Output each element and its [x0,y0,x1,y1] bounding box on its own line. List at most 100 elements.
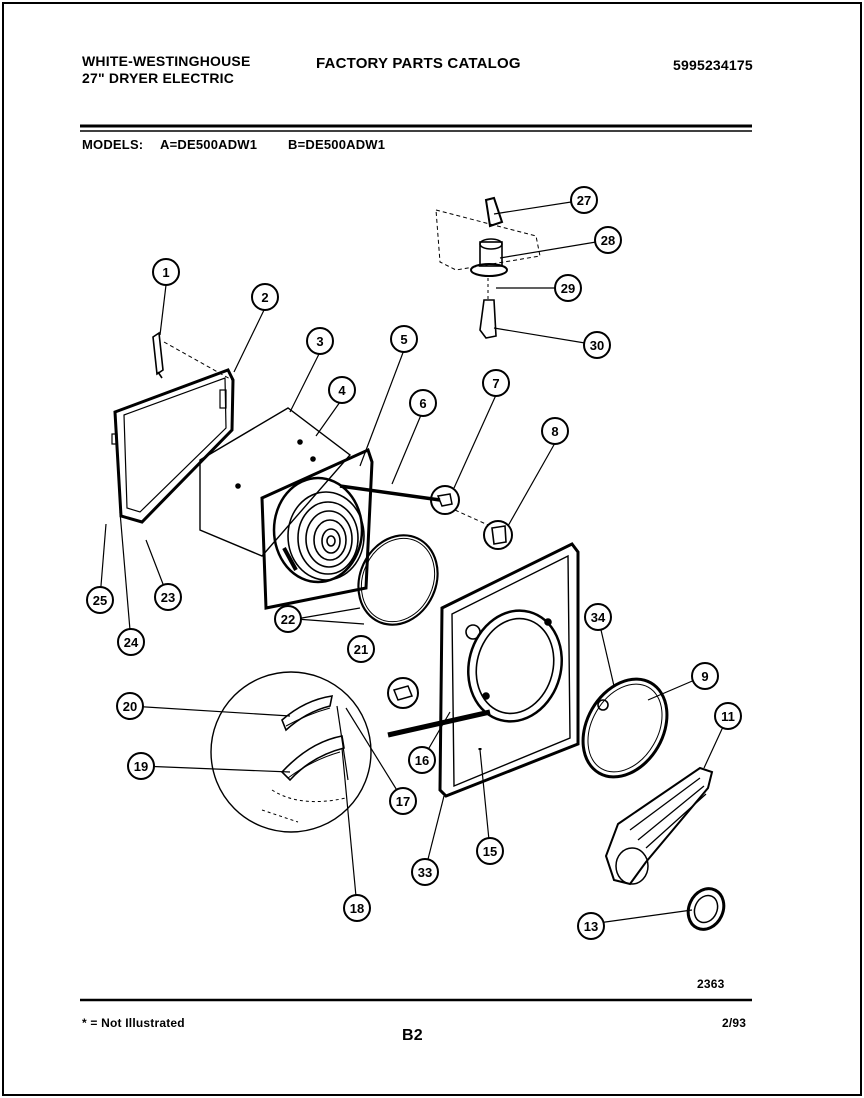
callout-11: 11 [714,702,742,730]
callout-circle [554,274,582,302]
callout-22: 22 [274,605,302,633]
callout-label: 30 [590,338,604,353]
callout-17: 17 [389,787,417,815]
seal-ring-part [581,677,669,779]
callout-2: 2 [251,283,279,311]
callout-circle [583,331,611,359]
callout-circle [411,858,439,886]
callout-circle [116,692,144,720]
callout-24: 24 [117,628,145,656]
callout-circle [328,376,356,404]
callout-label: 21 [354,642,368,657]
callout-circle [691,662,719,690]
panel-part [199,407,352,557]
callout-label: 6 [419,396,426,411]
door-frame-part [113,368,235,524]
callout-1: 1 [152,258,180,286]
motor-bracket-outline [435,209,541,271]
door-part [438,542,580,798]
callout-13: 13 [577,912,605,940]
hinge-pin-part [152,331,164,376]
callout-circle [389,787,417,815]
callout-label: 22 [281,612,295,627]
models-label: MODELS: [82,137,144,152]
front-panel-part [260,447,374,610]
callout-label: 24 [124,635,139,650]
switch-part [483,520,513,550]
callout-9: 9 [691,662,719,690]
clip-part [430,485,460,515]
callout-28: 28 [594,226,622,254]
callout-label: 18 [350,901,364,916]
latch-part [387,677,419,709]
callout-label: 19 [134,759,148,774]
callout-label: 2 [261,290,268,305]
callout-label: 1 [162,265,169,280]
callout-circle [584,603,612,631]
callout-label: 11 [721,709,735,724]
callout-label: 25 [93,593,107,608]
callout-circle [714,702,742,730]
catalog-title: FACTORY PARTS CATALOG [316,55,521,72]
callout-circle [476,837,504,865]
callout-label: 33 [418,865,432,880]
callout-label: 27 [577,193,591,208]
callout-circle [347,635,375,663]
revision-date: 2/93 [722,1016,747,1030]
callout-30: 30 [583,331,611,359]
models-line: MODELS: A=DE500ADW1 B=DE500ADW1 [82,137,385,152]
callout-19: 19 [127,752,155,780]
callout-label: 3 [316,334,323,349]
callout-circle [154,583,182,611]
knob-part [479,299,497,339]
catalog-number: 5995234175 [673,57,753,73]
callout-circle [117,628,145,656]
callout-34: 34 [584,603,612,631]
callout-4: 4 [328,376,356,404]
callout-layer: 1234567891113151617181920212223242527282… [86,186,742,940]
callout-label: 28 [601,233,615,248]
callout-circle [577,912,605,940]
callout-label: 9 [701,669,708,684]
callout-circle [390,325,418,353]
model-b: B=DE500ADW1 [288,137,386,152]
callout-circle [541,417,569,445]
callout-label: 4 [338,383,346,398]
bracket-part [484,196,504,228]
brand-name: WHITE-WESTINGHOUSE [82,53,251,69]
callout-circle [152,258,180,286]
callout-circle [127,752,155,780]
callout-20: 20 [116,692,144,720]
model-a: A=DE500ADW1 [160,137,258,152]
callout-18: 18 [343,894,371,922]
callout-label: 8 [551,424,558,439]
callout-label: 29 [561,281,575,296]
handle-part [604,766,714,886]
callout-8: 8 [541,417,569,445]
callout-label: 7 [492,376,499,391]
callout-circle [306,327,334,355]
callout-label: 20 [123,699,137,714]
bumper-part [686,887,726,931]
callout-7: 7 [482,369,510,397]
callout-circle [86,586,114,614]
callout-33: 33 [411,858,439,886]
callout-circle [343,894,371,922]
callout-5: 5 [390,325,418,353]
callout-25: 25 [86,586,114,614]
callout-circle [594,226,622,254]
callout-21: 21 [347,635,375,663]
callout-label: 5 [400,332,407,347]
figure-number: 2363 [697,977,725,991]
callout-label: 17 [396,794,410,809]
callout-23: 23 [154,583,182,611]
callout-label: 13 [584,919,598,934]
callout-circle [482,369,510,397]
callout-label: 15 [483,844,497,859]
detail-view-circle [210,671,372,833]
callout-label: 23 [161,590,175,605]
callout-27: 27 [570,186,598,214]
callout-circle [251,283,279,311]
